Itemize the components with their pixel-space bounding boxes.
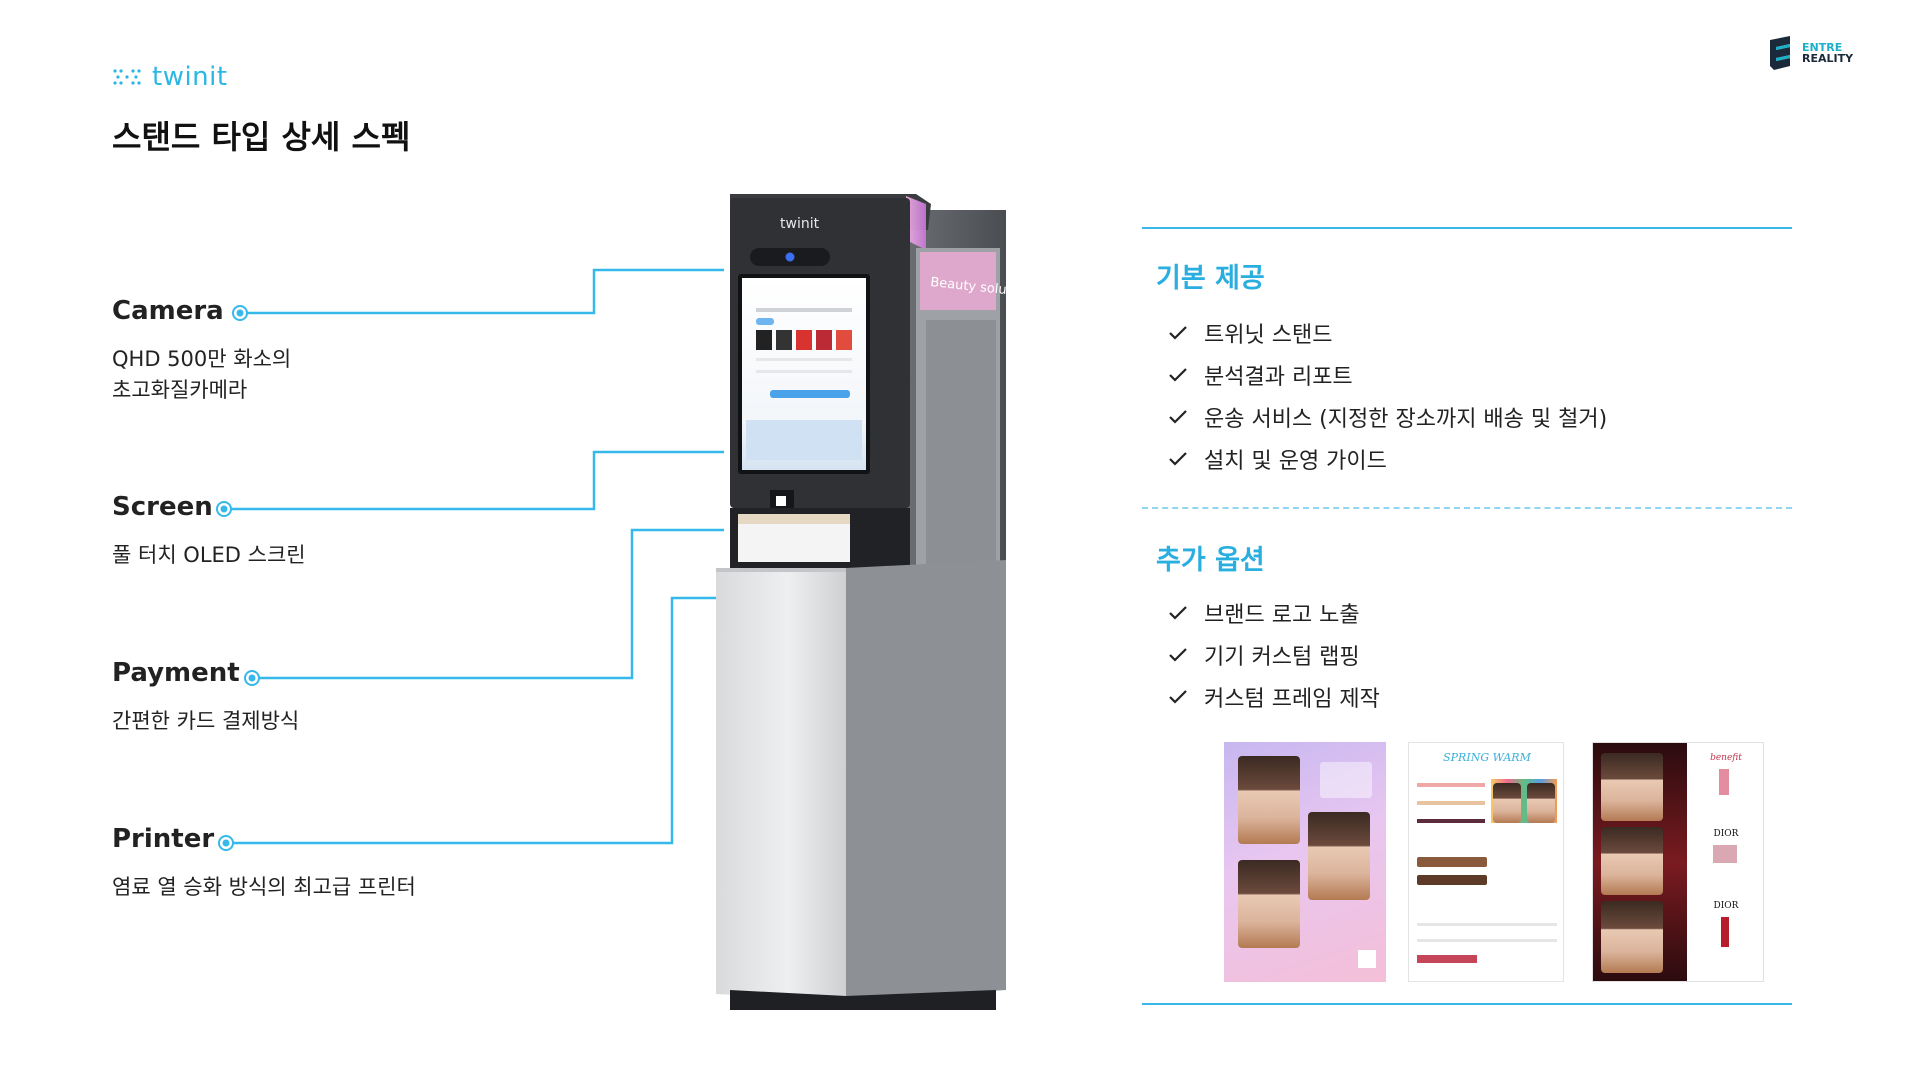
basic-item: 분석결과 리포트 [1168,354,1607,396]
check-icon [1169,452,1187,466]
basic-section-title: 기본 제공 [1156,263,1265,294]
spec-payment: Payment 간편한 카드 결제방식 [112,658,299,737]
basic-item-label: 분석결과 리포트 [1204,365,1353,390]
qr-code-icon [1358,950,1376,968]
kiosk-lower-body [716,568,846,1000]
caption-box [1320,762,1372,798]
camera-connector [246,268,724,315]
basic-item: 운송 서비스 (지정한 장소까지 배송 및 철거) [1168,396,1607,438]
logo-text: twinit [152,62,228,92]
sample-report: SPRING WARM [1408,742,1564,982]
corner-logo-line1: ENTRE [1802,41,1843,54]
panel-divider [1142,507,1792,509]
sample-photo-frame [1224,742,1386,982]
portrait-photo [1308,812,1370,900]
basic-item: 설치 및 운영 가이드 [1168,438,1607,480]
panel-bottom-rule [1142,1003,1792,1005]
option-item-label: 커스텀 프레임 제작 [1204,687,1380,712]
camera-lens-icon [785,252,795,262]
entre-reality-logo: ENTRE REALITY [1768,36,1853,70]
basic-item: 트위닛 스탠드 [1168,312,1607,354]
payment-connector [258,528,724,680]
spec-screen-desc: 풀 터치 OLED 스크린 [112,543,306,567]
product-icon [1719,769,1729,795]
brand-dior-2: DIOR [1713,901,1739,911]
option-item-label: 기기 커스텀 랩핑 [1204,645,1360,670]
twinit-logo: twinit [112,62,228,92]
basic-list: 트위닛 스탠드 분석결과 리포트 운송 서비스 (지정한 장소까지 배송 및 철… [1168,312,1607,480]
report-heading: SPRING WARM [1443,751,1531,764]
portrait-photo [1601,901,1663,973]
corner-logo-line2: REALITY [1802,52,1854,65]
options-list: 브랜드 로고 노출 기기 커스텀 랩핑 커스텀 프레임 제작 [1168,592,1380,718]
portrait-photo [1601,827,1663,895]
sample-brand-strip: twinit × SEPHORA benefit DIOR DIOR [1592,742,1764,982]
brand-benefit: benefit [1710,753,1742,763]
hair-swatch [1417,875,1487,885]
strip-brand-text: twinit × SEPHORA [1693,793,1703,875]
product-icon [1721,917,1729,947]
spec-camera-desc-1: QHD 500만 화소의 [112,347,292,371]
spec-printer-desc: 염료 열 승화 방식의 최고급 프린터 [112,875,416,899]
spec-camera-name: Camera [112,296,224,326]
spec-printer: Printer 염료 열 승화 방식의 최고급 프린터 [112,824,416,903]
option-item-label: 브랜드 로고 노출 [1204,603,1360,628]
spec-screen: Screen 풀 터치 OLED 스크린 [112,492,306,571]
brand-dior-1: DIOR [1713,829,1739,839]
portrait-photo [1238,860,1300,948]
color-bars [1417,777,1485,847]
kiosk-base [730,990,996,1010]
lip-swatch [1417,955,1477,963]
option-item: 브랜드 로고 노출 [1168,592,1380,634]
portrait-photo [1493,783,1521,823]
basic-item-label: 트위닛 스탠드 [1204,323,1333,348]
check-icon [1169,326,1187,340]
screen-ui-blocks [746,308,862,460]
basic-item-label: 운송 서비스 (지정한 장소까지 배송 및 철거) [1204,407,1608,432]
hair-swatch [1417,857,1487,867]
product-icon [1713,845,1737,863]
panel-top-rule [1142,227,1792,229]
twinit-dots-icon [113,69,141,85]
kiosk-top-logo: twinit [780,216,820,232]
options-section-title: 추가 옵션 [1156,545,1265,576]
spec-camera: Camera QHD 500만 화소의 초고화질카메라 [112,296,291,406]
page-title: 스탠드 타입 상세 스펙 [112,118,411,156]
portrait-photo [1601,753,1663,821]
spec-printer-name: Printer [112,824,215,854]
check-icon [1169,410,1187,424]
portrait-photo [1238,756,1300,844]
printer-connector [230,596,724,845]
check-icon [1169,368,1187,382]
portrait-photo [1527,783,1555,823]
spec-screen-name: Screen [112,492,213,522]
basic-item-label: 설치 및 운영 가이드 [1204,449,1387,474]
check-icon [1169,690,1187,704]
spec-camera-desc-2: 초고화질카메라 [112,378,248,402]
spec-payment-desc: 간편한 카드 결제방식 [112,709,300,733]
check-icon [1169,648,1187,662]
option-item: 커스텀 프레임 제작 [1168,676,1380,718]
entre-reality-mark-icon [1770,36,1790,70]
spec-payment-name: Payment [112,658,240,688]
kiosk-illustration: Beauty solution twinit [716,194,1006,1010]
check-icon [1169,606,1187,620]
option-item: 기기 커스텀 랩핑 [1168,634,1380,676]
